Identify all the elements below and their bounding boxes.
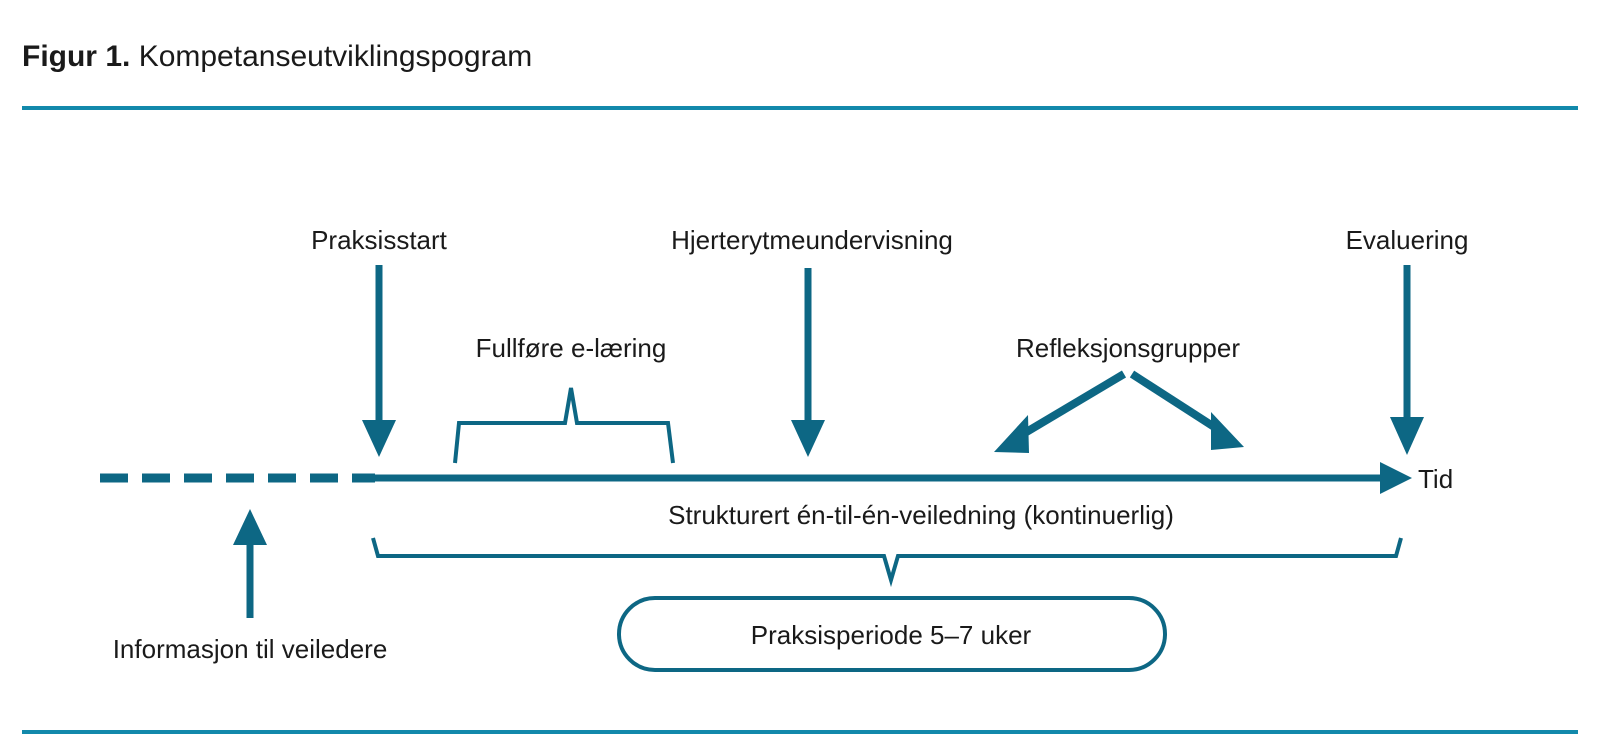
evaluering-arrow-icon [1390, 265, 1424, 455]
label-praksisperiode: Praksisperiode 5–7 uker [750, 620, 1032, 650]
praksisstart-arrow-icon [362, 265, 396, 457]
page-title: Figur 1. Kompetanseutviklingspogram [22, 38, 532, 76]
label-hjerterytmeundervisning: Hjerterytmeundervisning [671, 225, 953, 255]
label-informasjon-til-veiledere: Informasjon til veiledere [112, 634, 388, 664]
label-refleksjonsgrupper: Refleksjonsgrupper [1015, 333, 1241, 363]
label-evaluering: Evaluering [1345, 225, 1469, 255]
divider-bottom [22, 730, 1578, 734]
informasjon-til-veiledere-arrow-icon [233, 509, 267, 618]
label-strukturert-veiledning: Strukturert én-til-én-veiledning (kontin… [668, 500, 1174, 530]
figure-label: Figur 1. [22, 40, 131, 73]
figure-title-text: Kompetanseutviklingspogram [138, 40, 533, 73]
label-tid-axis: Tid [1418, 464, 1454, 494]
refleksjonsgrupper-arrows-icon [994, 370, 1244, 453]
label-fullfore-e-laering: Fullføre e-læring [475, 333, 667, 363]
timeline-solid-segment [375, 462, 1412, 494]
divider-top [22, 106, 1578, 110]
fullfore-e-laering-brace-icon [453, 387, 675, 464]
hjerterytmeundervisning-arrow-icon [791, 268, 825, 457]
praksisperiode-pill [617, 596, 1167, 672]
label-praksisstart: Praksisstart [311, 225, 447, 255]
praksisperiode-brace-icon [371, 537, 1403, 588]
